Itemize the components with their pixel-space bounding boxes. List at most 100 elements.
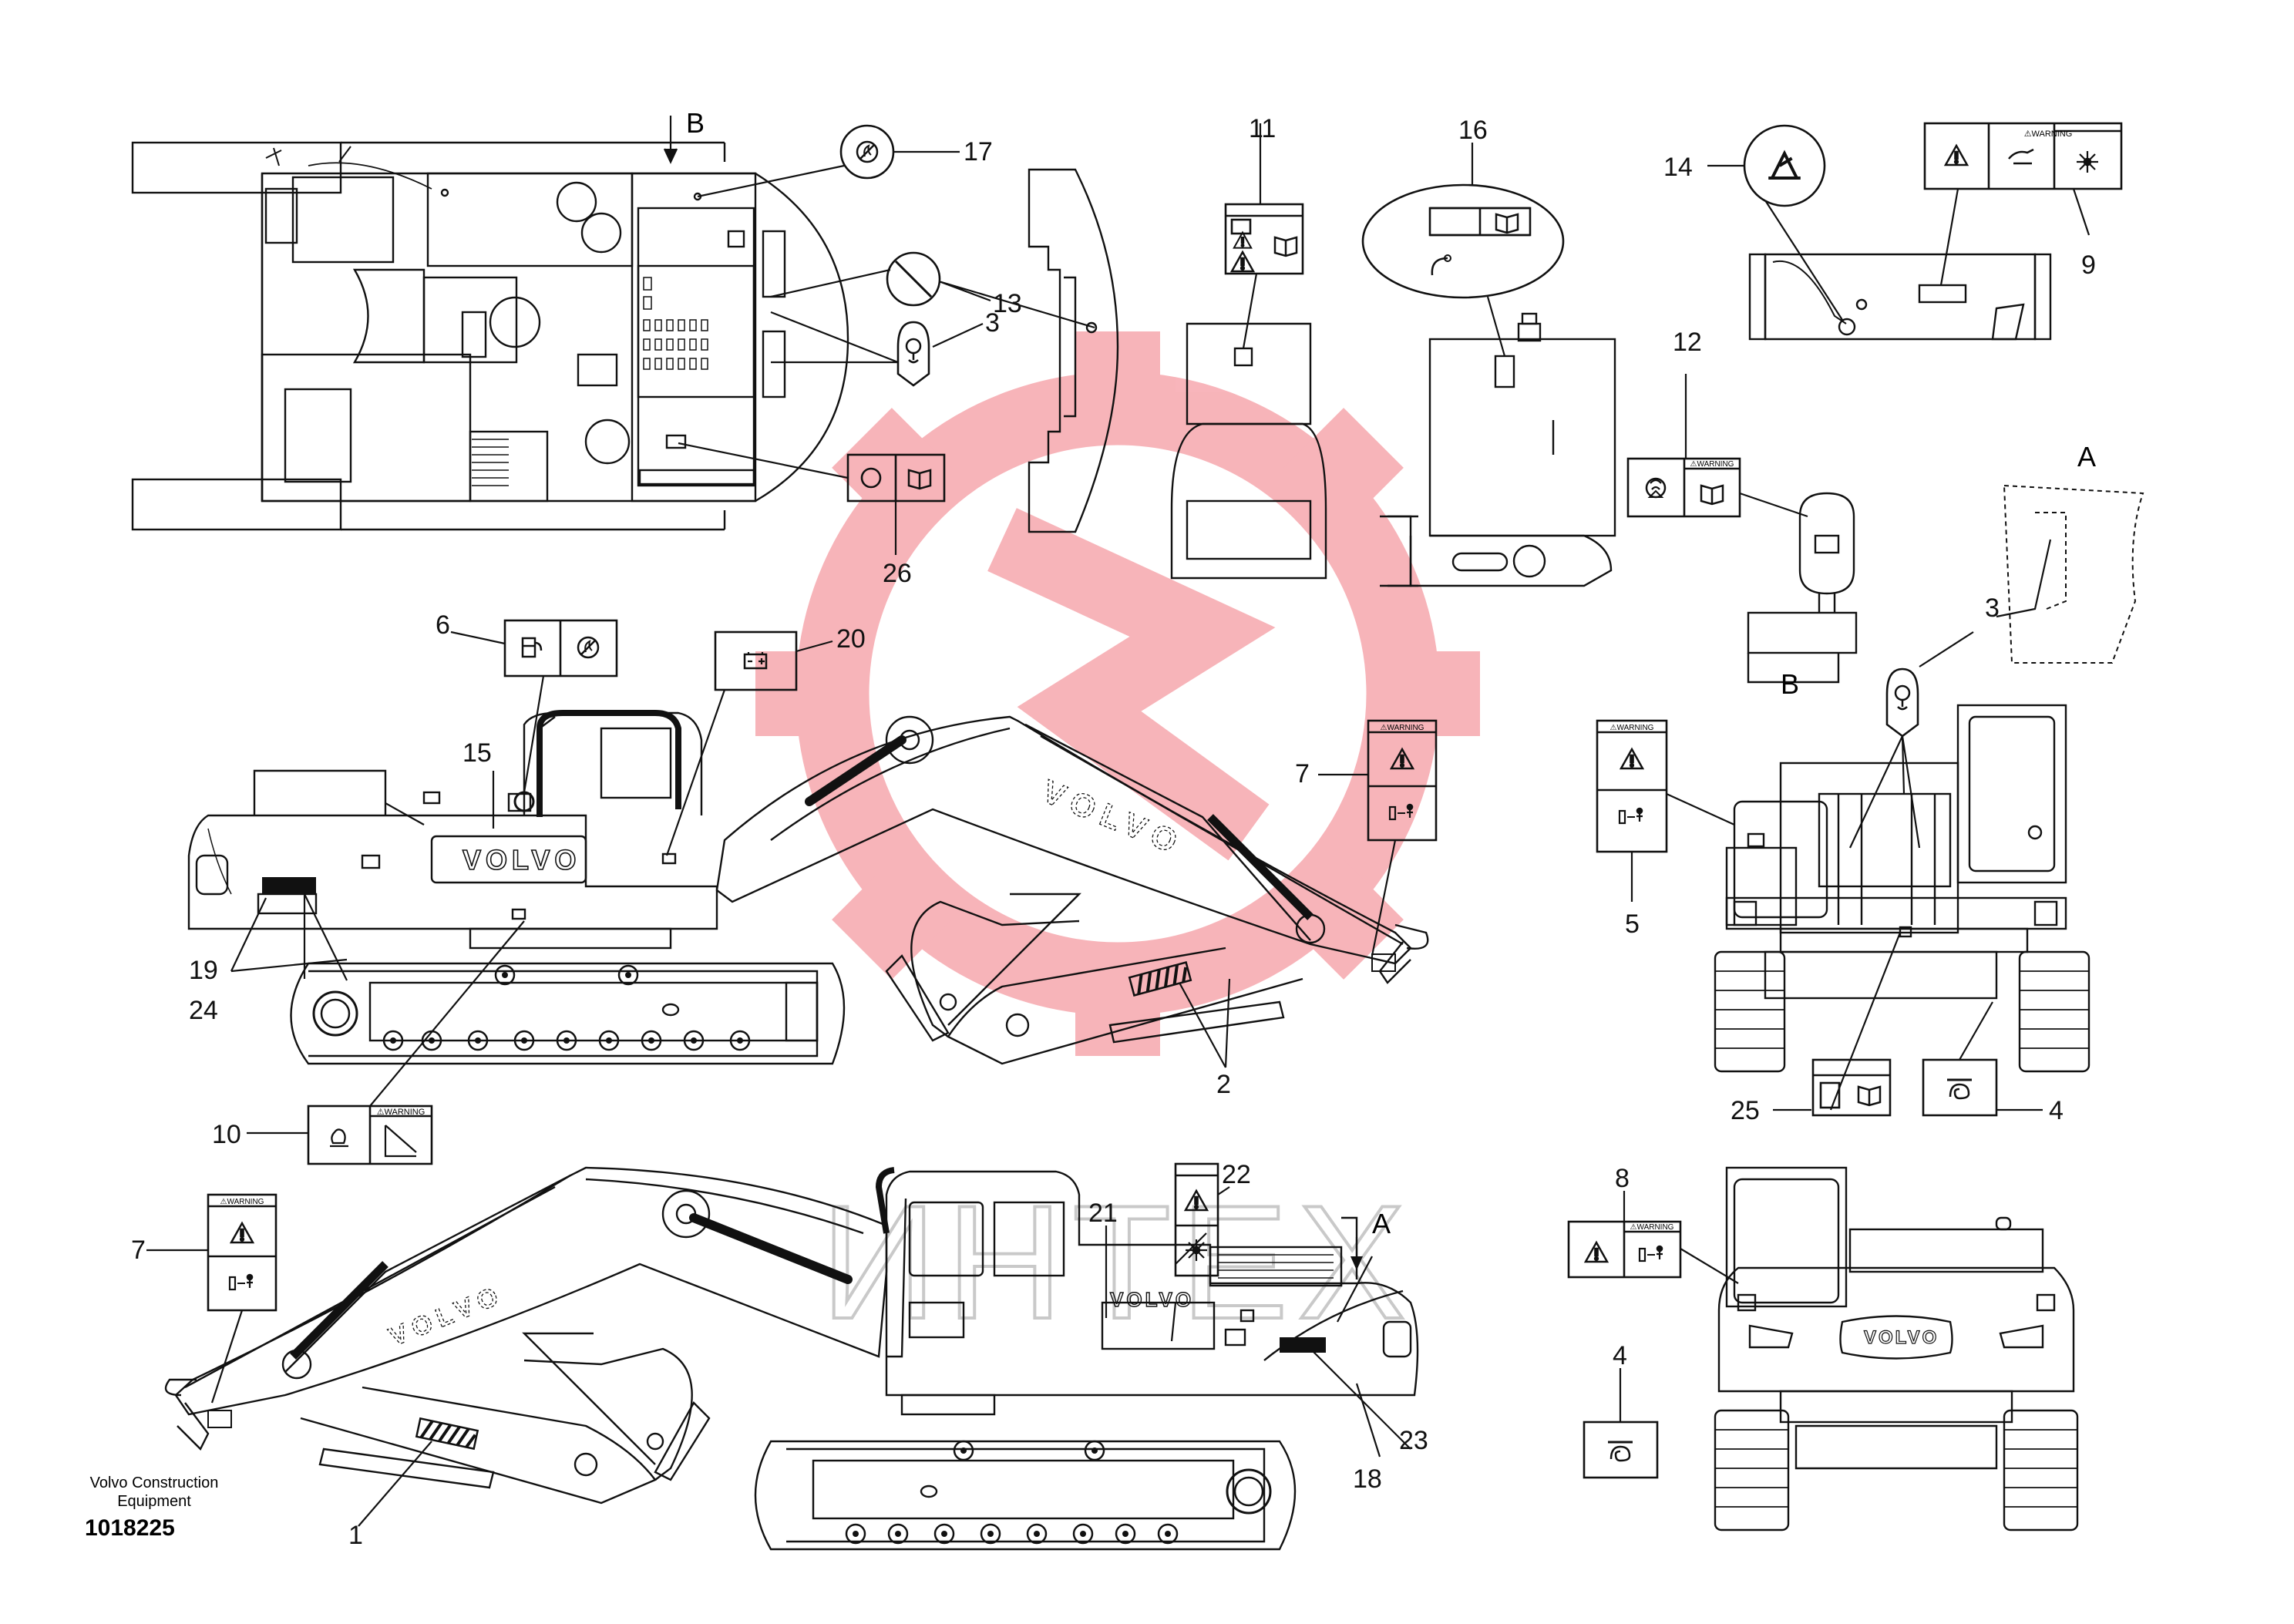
callout-5: 5 [1625,910,1640,939]
callout-18: 18 [1353,1464,1382,1494]
leader-lines [146,123,2090,1527]
callout-20: 20 [836,624,866,654]
callout-19: 19 [189,956,218,985]
callout-25: 25 [1731,1096,1760,1125]
callout-1: 1 [348,1521,363,1550]
decal-7b-warning-header: ⚠WARNING [220,1198,264,1206]
decal-16 [1361,183,1565,299]
decal-13 [886,251,941,307]
roller [953,1440,974,1461]
view-label-b-top: B [686,107,705,139]
callout-23: 23 [1399,1426,1428,1455]
callout-8: 8 [1615,1164,1630,1193]
roller [617,964,639,986]
decal-20 [714,630,798,691]
decal-17 [839,124,895,180]
roller [1084,1440,1105,1461]
decal-5 [1596,719,1668,853]
decal-3-front [1885,667,1919,738]
callout-12: 12 [1673,328,1702,357]
callout-6: 6 [436,610,450,640]
callout-13: 13 [993,289,1022,318]
callout-16: 16 [1458,116,1488,145]
callout-7: 7 [1295,759,1310,788]
arm-decal [1371,953,1396,972]
decal-3-top [896,321,930,387]
callout-17: 17 [964,137,993,166]
decal-9 [1923,122,2123,190]
callout-4: 4 [2049,1096,2064,1125]
rear-volvo-decal: VOLVO [1864,1327,1939,1348]
callout-21: 21 [1088,1199,1118,1228]
roller [980,1523,1001,1545]
decal-12-warning-header: ⚠WARNING [1690,460,1734,469]
arm-decal-2 [207,1410,232,1428]
roller [887,1523,909,1545]
decal-11 [1224,203,1304,275]
roller [845,1523,866,1545]
side-view-right [187,711,846,1065]
callout-7-lower: 7 [131,1236,146,1265]
decal-10-warning-header: ⚠WARNING [377,1108,426,1117]
decal-14 [1743,124,1826,207]
watermark-logo [755,331,1480,1056]
callout-3-right: 3 [1985,593,2000,623]
volvo-decal-2: VOLVO [1110,1288,1194,1311]
decal-5-warning-header: ⚠WARNING [1610,724,1654,732]
callout-9: 9 [2081,250,2096,280]
roller [1072,1523,1094,1545]
seat-view [1170,322,1327,580]
volvo-decal: VOLVO [462,844,580,876]
roller [1026,1523,1048,1545]
callout-22: 22 [1222,1160,1251,1189]
document-number: 1018225 [85,1515,175,1541]
callout-numbers: 17 13 3 26 11 16 14 9 12 3 6 20 15 7 5 1… [131,114,2096,1550]
roller [933,1523,955,1545]
boom-arm-left [164,1166,888,1505]
cab-rail-2 [875,1167,895,1234]
front-view [1714,704,2090,1073]
callout-11: 11 [1249,114,1276,143]
air-filter-view [1747,492,1858,684]
boom-arm-right [715,715,1429,1065]
decal-9-warning-header: ⚠WARNING [2024,129,2073,139]
decal-7-warning-header: ⚠WARNING [1381,724,1424,732]
company-credit: Volvo Construction Equipment [89,1474,219,1510]
stripe-decal-1 [415,1417,479,1451]
decal-22 [1174,1162,1219,1277]
roller [1115,1523,1136,1545]
cab-rear-view [1380,312,1616,587]
rear-view [1714,1166,2079,1532]
callout-24: 24 [189,996,218,1025]
roller [1157,1523,1179,1545]
callout-14: 14 [1663,153,1693,182]
decal-7-upper [1367,719,1438,842]
decal-25 [1811,1058,1892,1117]
callout-4-lower: 4 [1613,1341,1627,1370]
callout-2: 2 [1216,1070,1231,1099]
decal-7-lower [207,1193,278,1312]
detail-a-view [2003,484,2144,664]
decal-6 [503,619,618,678]
callout-10: 10 [212,1120,241,1149]
view-label-b: B [1781,668,1799,700]
top-view-excavator [131,116,849,531]
view-label-a: A [1372,1208,1391,1239]
decal-8-warning-header: ⚠WARNING [1630,1223,1674,1232]
counterweight-side [1028,168,1119,533]
decal-12 [1626,457,1741,518]
engine-compartment-view [1748,253,2052,341]
decal-4-rear [1583,1421,1659,1479]
cab-rail [536,710,681,817]
callout-3: 3 [985,308,1000,338]
side-view-left [754,1170,1419,1551]
decal-4-front [1922,1058,1998,1117]
sprocket-left [312,990,358,1037]
view-label-a-detail: A [2077,441,2096,472]
roller [494,964,516,986]
model-decal [262,877,316,894]
model-decal-2 [1280,1337,1326,1353]
callout-15: 15 [462,738,492,768]
